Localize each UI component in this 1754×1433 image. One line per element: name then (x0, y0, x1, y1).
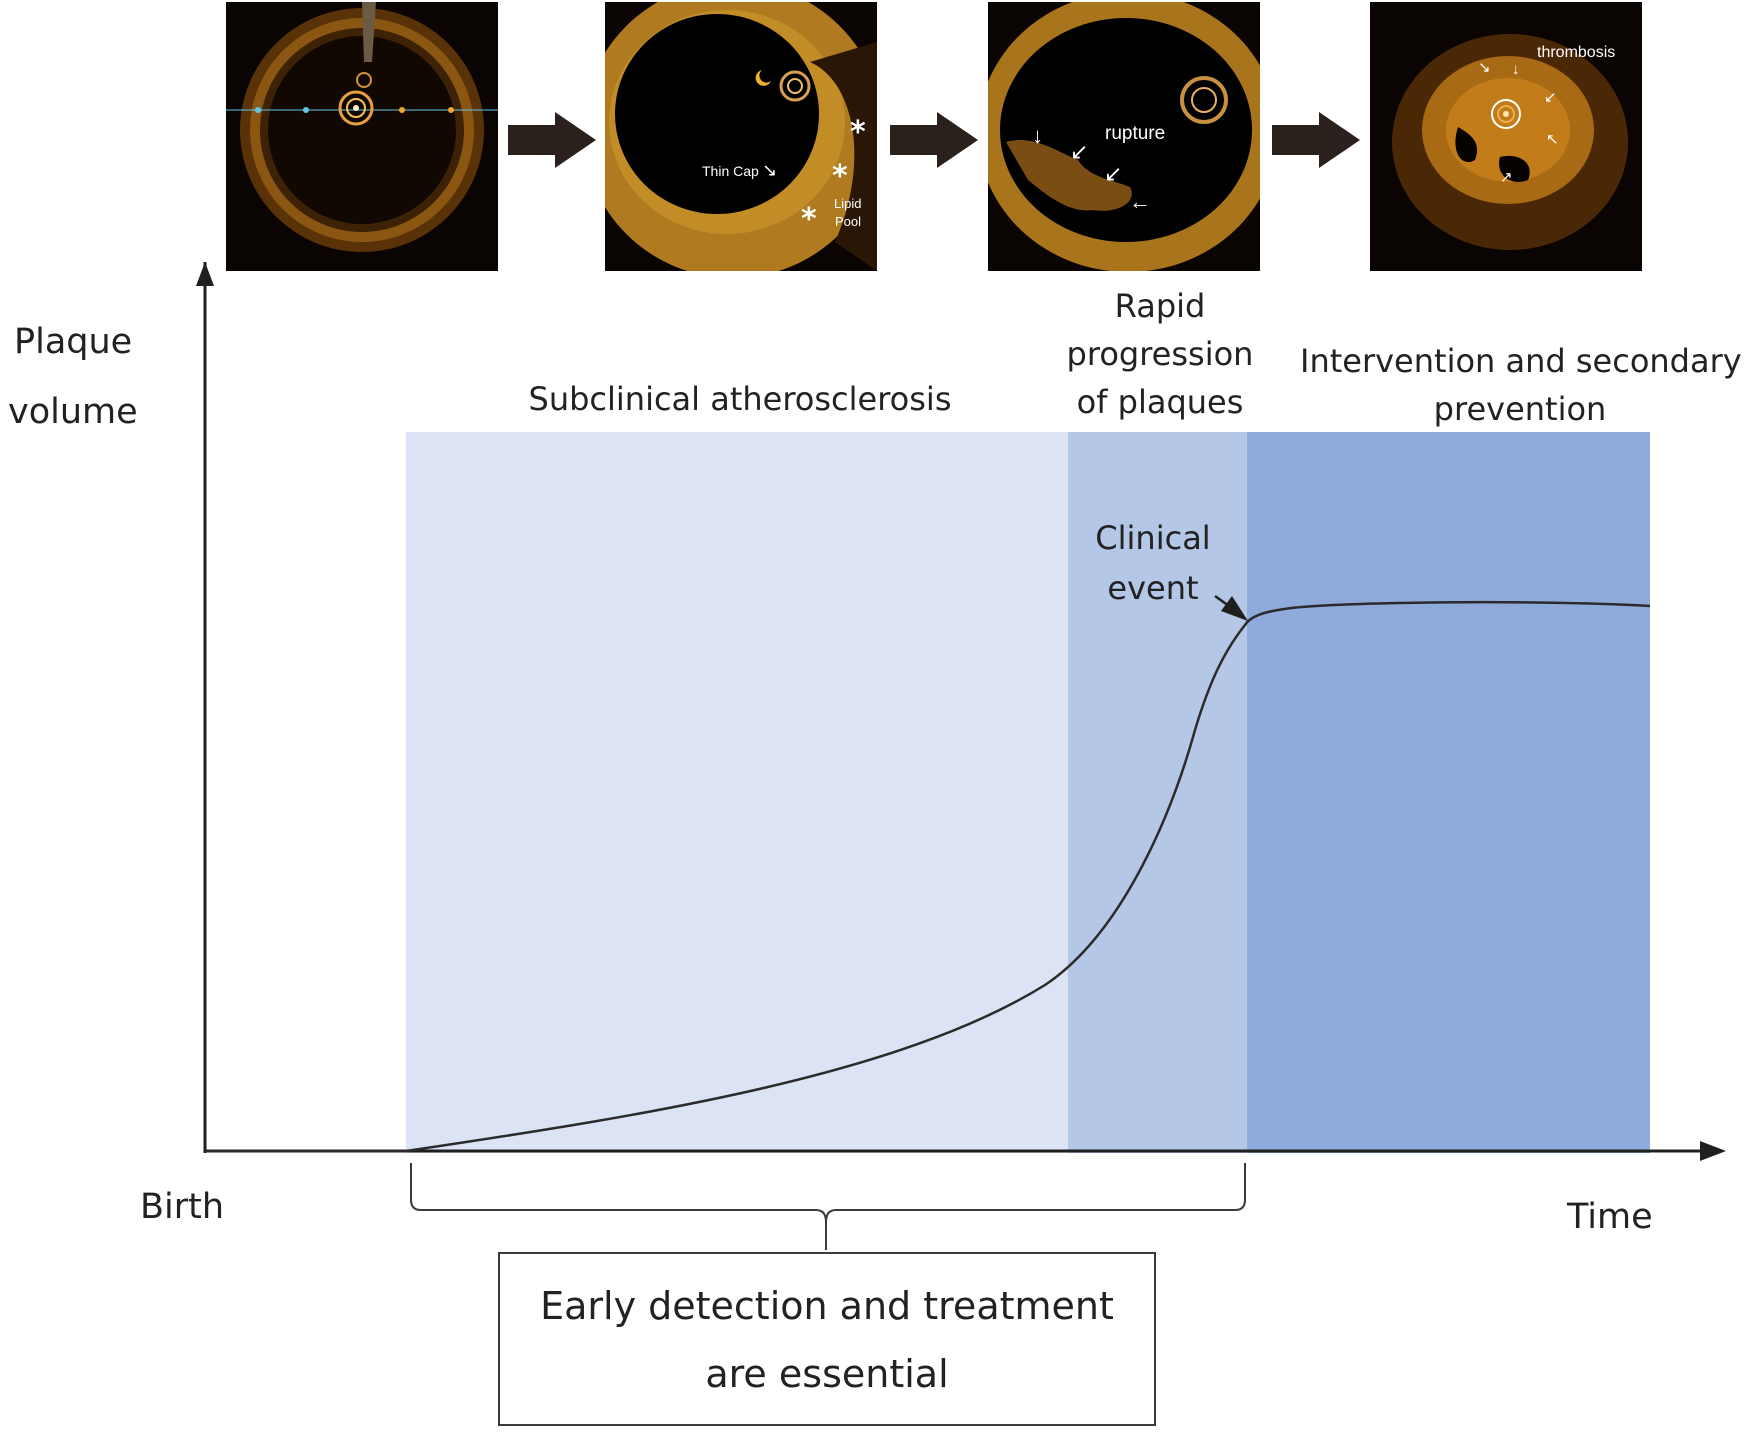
early-period-bracket (410, 1163, 1246, 1250)
phase-label-rapid-line3: of plaques (1076, 383, 1244, 421)
oct-label-lipid: Lipid (834, 196, 862, 211)
y-axis-label-line1: Plaque (14, 322, 133, 362)
oct-label-pool: Pool (835, 214, 862, 229)
plaque-volume-curve (205, 600, 1651, 1153)
oct-image-normal (226, 2, 498, 271)
x-axis-arrowhead (1700, 1141, 1726, 1161)
phase-label-intervention-line1: Intervention and secondary (1300, 342, 1742, 380)
rupture-arrow-icon: ↓ (1032, 123, 1043, 148)
thrombus-arrow-icon: ↗ (1500, 169, 1513, 186)
oct-image-thrombosis: thrombosis ↘ ↓ ↙ ↖ ↗ (1370, 2, 1642, 271)
clinical-event-pointer-head (1221, 596, 1248, 621)
phase-label-intervention-line2: prevention (1433, 390, 1607, 428)
rapid-progression-region (1068, 432, 1247, 1153)
phase-label-subclinical: Subclinical atherosclerosis (528, 380, 952, 418)
lipid-asterisk-icon: * (801, 202, 817, 237)
early-detection-note-box: Early detection and treatment are essent… (498, 1252, 1156, 1426)
y-axis-arrowhead (196, 262, 214, 286)
rupture-arrow-icon: ← (1129, 189, 1151, 214)
lipid-asterisk-icon: * (832, 159, 848, 194)
rupture-arrow-icon: ↙ (1070, 139, 1089, 164)
oct-label-thin-cap: Thin Cap (702, 163, 759, 179)
oct-image-rupture: rupture ↓ ↙ ↙ ← (988, 2, 1260, 271)
oct-label-rupture: rupture (1105, 123, 1166, 144)
phase-label-rapid-line1: Rapid (1114, 287, 1206, 325)
thrombus-arrow-icon: ↘ (1478, 59, 1491, 76)
flow-arrow-2 (890, 112, 978, 168)
thrombus-arrow-icon: ↙ (1544, 89, 1557, 106)
oct-label-thrombosis: thrombosis (1537, 44, 1616, 61)
rupture-arrow-icon: ↙ (1104, 161, 1123, 186)
y-axis-label-line2: volume (8, 392, 138, 432)
intervention-region (1247, 432, 1650, 1153)
note-line2: are essential (705, 1352, 949, 1396)
clinical-event-label-line1: Clinical (1095, 519, 1211, 557)
thin-cap-arrow-icon: ↘ (762, 160, 778, 180)
note-line1: Early detection and treatment (540, 1284, 1114, 1328)
flow-arrow-1 (508, 112, 596, 168)
lipid-asterisk-icon: * (850, 115, 866, 150)
thrombus-arrow-icon: ↓ (1512, 61, 1520, 78)
clinical-event-label-line2: event (1107, 569, 1199, 607)
phase-label-rapid-line2: progression (1066, 335, 1254, 373)
subclinical-region (406, 432, 1068, 1153)
oct-image-thin-cap: Thin Cap ↘ Lipid Pool * * * (605, 2, 877, 271)
x-axis-start-label: Birth (140, 1187, 225, 1227)
thrombus-arrow-icon: ↖ (1546, 131, 1559, 148)
flow-arrow-3 (1272, 112, 1360, 168)
x-axis-end-label: Time (1567, 1197, 1653, 1237)
